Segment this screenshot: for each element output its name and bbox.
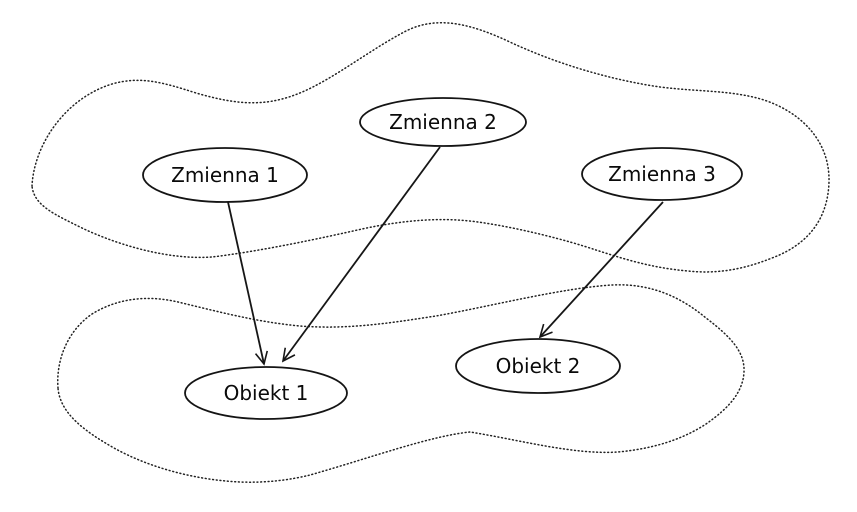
node-zmienna-2-ellipse [359, 97, 527, 147]
node-obiekt-1-ellipse [184, 366, 348, 420]
node-obiekt-1: Obiekt 1 [184, 366, 348, 420]
node-zmienna-1-label: Zmienna 1 [171, 163, 279, 187]
node-obiekt-1-label: Obiekt 1 [224, 381, 309, 405]
node-zmienna-3-label: Zmienna 3 [608, 162, 716, 186]
node-zmienna-1-ellipse [142, 147, 308, 203]
node-obiekt-2: Obiekt 2 [455, 338, 621, 394]
node-zmienna-1: Zmienna 1 [142, 147, 308, 203]
objects-cluster-outline [57, 284, 745, 483]
edge-zmienna2-obiekt1 [281, 146, 441, 363]
node-obiekt-2-label: Obiekt 2 [496, 354, 581, 378]
variables-cluster-outline [31, 21, 830, 273]
node-obiekt-2-ellipse [455, 338, 621, 394]
node-zmienna-3-ellipse [581, 147, 743, 201]
edge-zmienna1-obiekt1 [227, 201, 269, 366]
edge-zmienna3-obiekt2 [538, 201, 664, 339]
node-zmienna-2: Zmienna 2 [359, 97, 527, 147]
node-zmienna-3: Zmienna 3 [581, 147, 743, 201]
node-zmienna-2-label: Zmienna 2 [389, 110, 497, 134]
